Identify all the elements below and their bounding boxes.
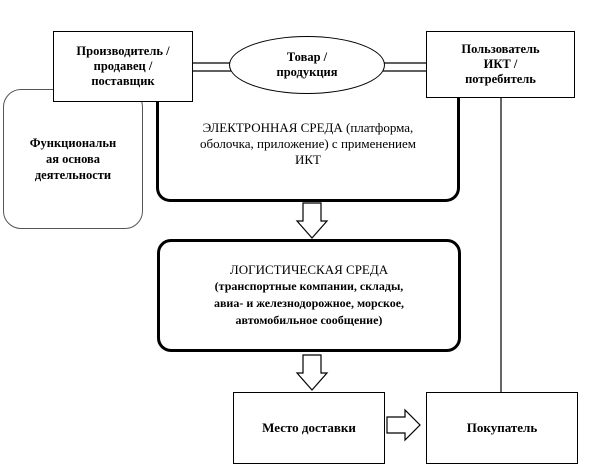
logistics-title: ЛОГИСТИЧЕСКАЯ СРЕДА — [229, 262, 389, 277]
user-label: Пользователь ИКТ / потребитель — [461, 42, 540, 86]
electronic-environment-label: ЭЛЕКТРОННАЯ СРЕДА (платформа, оболочка, … — [199, 120, 416, 167]
electronic-environment-box: ЭЛЕКТРОННАЯ СРЕДА (платформа, оболочка, … — [156, 96, 460, 202]
producer-box: Производитель / продавец / поставщик — [53, 31, 193, 102]
delivery-place-box: Место доставки — [233, 392, 385, 464]
down-arrow-1 — [295, 202, 329, 239]
buyer-label: Покупатель — [466, 420, 538, 435]
right-arrow — [386, 408, 421, 442]
functional-basis-box: Функциональн ая основа деятельности — [3, 89, 143, 229]
producer-label: Производитель / продавец / поставщик — [76, 44, 170, 88]
delivery-place-label: Место доставки — [262, 420, 356, 435]
product-ellipse: Товар / продукция — [229, 36, 385, 94]
functional-basis-label: Функциональн ая основа деятельности — [29, 136, 117, 182]
user-box: Пользователь ИКТ / потребитель — [426, 31, 575, 98]
product-label: Товар / продукция — [276, 50, 338, 79]
logistics-description: (транспортные компании, склады, авиа- и … — [213, 279, 405, 327]
logistics-environment-box: ЛОГИСТИЧЕСКАЯ СРЕДА (транспортные компан… — [157, 239, 461, 352]
buyer-box: Покупатель — [426, 392, 578, 464]
down-arrow-2 — [295, 354, 329, 391]
